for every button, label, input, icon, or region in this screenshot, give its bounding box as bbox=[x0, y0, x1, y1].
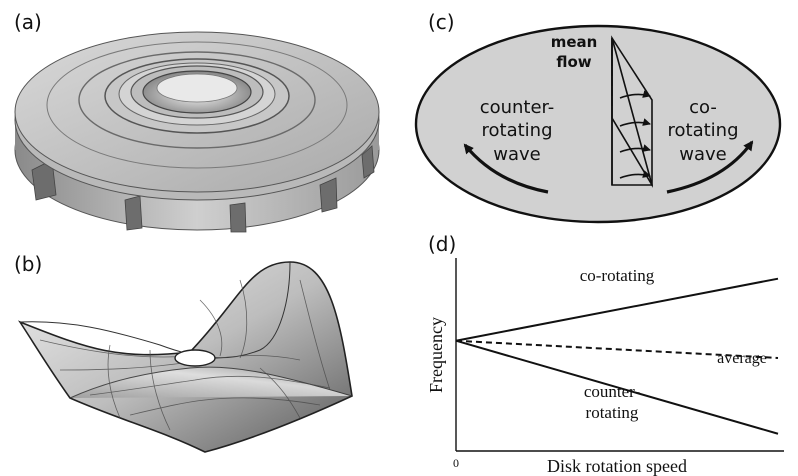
co-wave-label-2: rotating bbox=[668, 120, 739, 141]
co-wave-label-1: co- bbox=[689, 97, 717, 118]
series-label-counter-rotating-1: counter- bbox=[584, 382, 641, 401]
panel-label-b: (b) bbox=[14, 252, 43, 276]
disk-illustration bbox=[14, 31, 380, 233]
disk-cavity-ellipse bbox=[414, 24, 782, 224]
x-tick-zero: 0 bbox=[453, 456, 459, 470]
frequency-chart: 0 Disk rotation speed Frequency co-rotat… bbox=[426, 258, 784, 476]
series-line-co-rotating bbox=[455, 277, 779, 342]
series-line-counter-rotating bbox=[455, 339, 779, 435]
series-label-co-rotating: co-rotating bbox=[580, 266, 655, 285]
panel-label-d: (d) bbox=[428, 232, 457, 256]
panel-label-a: (a) bbox=[14, 10, 42, 34]
mean-flow-label-2: flow bbox=[556, 53, 591, 71]
series-line-average bbox=[455, 339, 779, 359]
saddle-surface-illustration bbox=[17, 261, 353, 453]
counter-wave-label-3: wave bbox=[493, 144, 540, 165]
x-axis-label: Disk rotation speed bbox=[547, 456, 687, 476]
series-label-counter-rotating-2: rotating bbox=[586, 403, 639, 422]
panel-label-c: (c) bbox=[428, 10, 455, 34]
counter-rotating-arrow bbox=[463, 143, 549, 194]
counter-wave-label-1: counter- bbox=[480, 97, 555, 118]
series-label-average: average bbox=[717, 350, 767, 367]
co-rotating-arrow bbox=[666, 140, 754, 194]
counter-wave-label-2: rotating bbox=[482, 120, 553, 141]
co-wave-label-3: wave bbox=[679, 144, 726, 165]
mean-flow-label-1: mean bbox=[551, 33, 598, 51]
y-axis-label: Frequency bbox=[426, 317, 446, 393]
flow-schematic: mean flow counter- rotating wave co- rot… bbox=[414, 24, 782, 224]
